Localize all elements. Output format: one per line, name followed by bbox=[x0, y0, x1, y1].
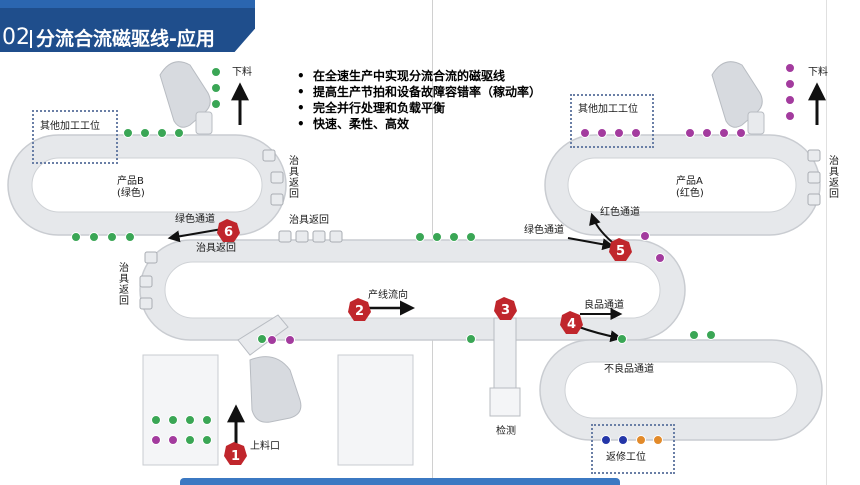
label-inspection: 检测 bbox=[496, 426, 516, 437]
label-defect-channel: 不良品通道 bbox=[604, 364, 654, 375]
label-other-station-left: 其他加工工位 bbox=[40, 121, 100, 132]
step-marker-6-label: 6 bbox=[224, 225, 233, 240]
step-marker-4-label: 4 bbox=[567, 317, 576, 332]
label-fixture-return-v3: 治具返回 bbox=[119, 263, 129, 307]
label-red-channel: 红色通道 bbox=[600, 207, 640, 218]
label-fixture-return-h1: 治具返回 bbox=[289, 215, 329, 226]
right-edge-line bbox=[826, 0, 827, 485]
green-channel-right-arrow bbox=[567, 237, 615, 251]
label-unload-left: 下料 bbox=[232, 67, 252, 78]
section-number: 02 bbox=[2, 25, 30, 50]
inspection-machine bbox=[489, 317, 521, 417]
robot-unload-left bbox=[159, 61, 213, 135]
header-background bbox=[0, 0, 255, 52]
step-marker-1: 1 bbox=[224, 442, 247, 465]
step-marker-2: 2 bbox=[348, 298, 371, 321]
pallet-board-right bbox=[337, 354, 414, 466]
feature-item: 完全并行处理和负载平衡 bbox=[297, 100, 541, 116]
label-unload-right: 下料 bbox=[808, 67, 828, 78]
label-product-a-color: (红色) bbox=[676, 188, 704, 199]
step-marker-5: 5 bbox=[609, 238, 632, 261]
label-fixture-return-v2: 治具返回 bbox=[829, 156, 839, 200]
parts-repair bbox=[601, 435, 663, 445]
loop-main bbox=[139, 239, 686, 341]
label-good-channel: 良品通道 bbox=[584, 300, 624, 311]
pallet-board-left bbox=[142, 354, 219, 466]
label-product-b: 产品B bbox=[117, 176, 144, 187]
step-marker-5-label: 5 bbox=[616, 244, 625, 259]
label-product-a: 产品A bbox=[676, 176, 703, 187]
robot-unload-right bbox=[711, 61, 765, 135]
step-marker-3-label: 3 bbox=[501, 303, 510, 318]
label-green-channel-left: 绿色通道 bbox=[175, 214, 215, 225]
label-repair-station: 返修工位 bbox=[606, 452, 646, 463]
page-title: 分流合流磁驱线-应用 bbox=[36, 28, 215, 50]
feature-item: 在全速生产中实现分流合流的磁驱线 bbox=[297, 68, 541, 84]
other-station-left-box bbox=[32, 110, 118, 164]
step-marker-2-label: 2 bbox=[355, 304, 364, 319]
parts-green bbox=[71, 67, 716, 445]
feature-list: 在全速生产中实现分流合流的磁驱线 提高生产节拍和设备故障容错率（稼动率） 完全并… bbox=[297, 68, 541, 132]
green-channel-left-arrow bbox=[167, 228, 223, 243]
loop-defect bbox=[539, 339, 823, 441]
loop-product-a bbox=[544, 134, 821, 236]
step-marker-1-label: 1 bbox=[231, 449, 240, 464]
bottom-accent-bar bbox=[180, 478, 620, 485]
header-separator bbox=[30, 30, 32, 48]
repair-station-box bbox=[591, 424, 675, 474]
label-other-station-right: 其他加工工位 bbox=[578, 104, 638, 115]
header: 02 分流合流磁驱线-应用 bbox=[0, 0, 255, 52]
label-line-flow: 产线流向 bbox=[368, 290, 408, 301]
loop-product-b bbox=[7, 134, 287, 236]
label-loading: 上料口 bbox=[250, 441, 280, 452]
label-green-channel-right: 绿色通道 bbox=[524, 225, 564, 236]
header-accent bbox=[0, 0, 255, 8]
label-product-b-color: (绿色) bbox=[117, 188, 145, 199]
fixtures-empty bbox=[139, 149, 821, 310]
parts-red bbox=[151, 63, 795, 445]
step-marker-3: 3 bbox=[494, 297, 517, 320]
label-fixture-return-v1: 治具返回 bbox=[289, 156, 299, 200]
feature-item: 快速、柔性、高效 bbox=[297, 116, 541, 132]
label-fixture-return-h2: 治具返回 bbox=[196, 243, 236, 254]
step-marker-4: 4 bbox=[560, 311, 583, 334]
step-marker-6: 6 bbox=[217, 219, 240, 242]
feature-item: 提高生产节拍和设备故障容错率（稼动率） bbox=[297, 84, 541, 100]
other-station-right-box bbox=[570, 94, 654, 148]
